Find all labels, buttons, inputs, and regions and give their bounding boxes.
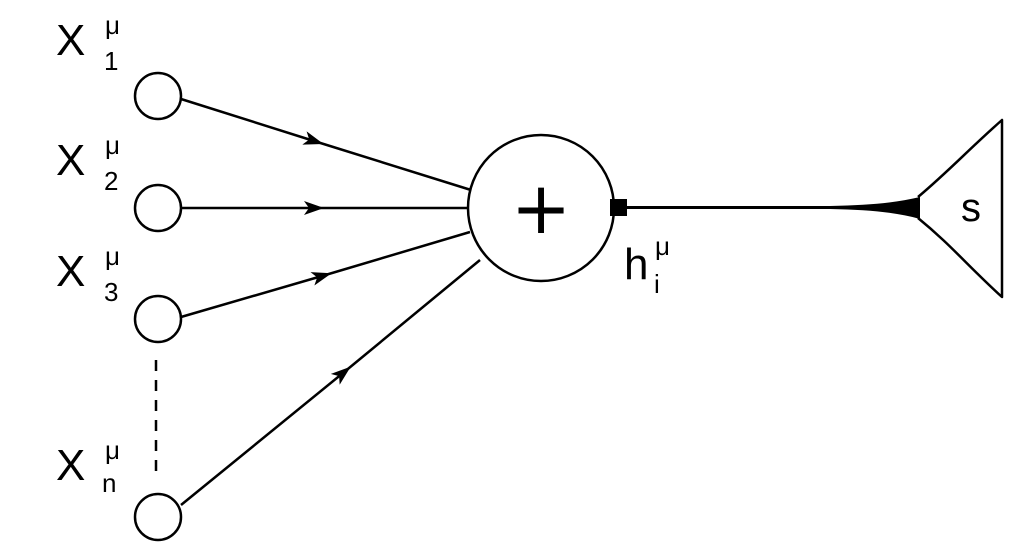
input-2-sub: 2 [104,166,118,196]
input-label-2: X μ 2 [56,130,120,196]
input-2-base: X [56,136,85,185]
input-node-n [133,492,183,542]
activation-junction [610,199,627,216]
activation-sub: i [654,269,660,299]
input-node-2 [133,183,183,233]
input-label-3: X μ 3 [56,241,120,307]
output-terminal [917,118,1004,299]
activation-label: h μ i [624,231,670,299]
input-label-1: X μ 1 [56,10,120,76]
input-label-n: X μ n [56,435,120,498]
axon-taper [830,197,920,219]
input-n-sup: μ [105,435,120,465]
activation-sup: μ [655,231,670,261]
edge-3-b [321,230,471,278]
edge-3-a [180,272,332,319]
activation-base: h [624,240,648,289]
input-n-sub: n [102,468,116,498]
edge-n-a [180,366,351,506]
input-1-base: X [56,16,85,65]
edge-1-b [313,139,472,192]
input-edges [180,97,481,506]
input-node-1 [133,71,183,121]
input-3-sub: 3 [104,277,118,307]
input-3-sup: μ [105,241,120,271]
input-3-base: X [56,247,85,296]
edge-n-b [342,259,481,374]
summation-symbol: + [511,166,571,250]
output-label: s [961,186,981,230]
input-node-3 [133,294,183,344]
input-1-sub: 1 [104,46,118,76]
input-1-sup: μ [105,10,120,40]
input-2-sup: μ [105,130,120,160]
edge-1-a [180,97,324,145]
input-n-base: X [56,441,85,490]
